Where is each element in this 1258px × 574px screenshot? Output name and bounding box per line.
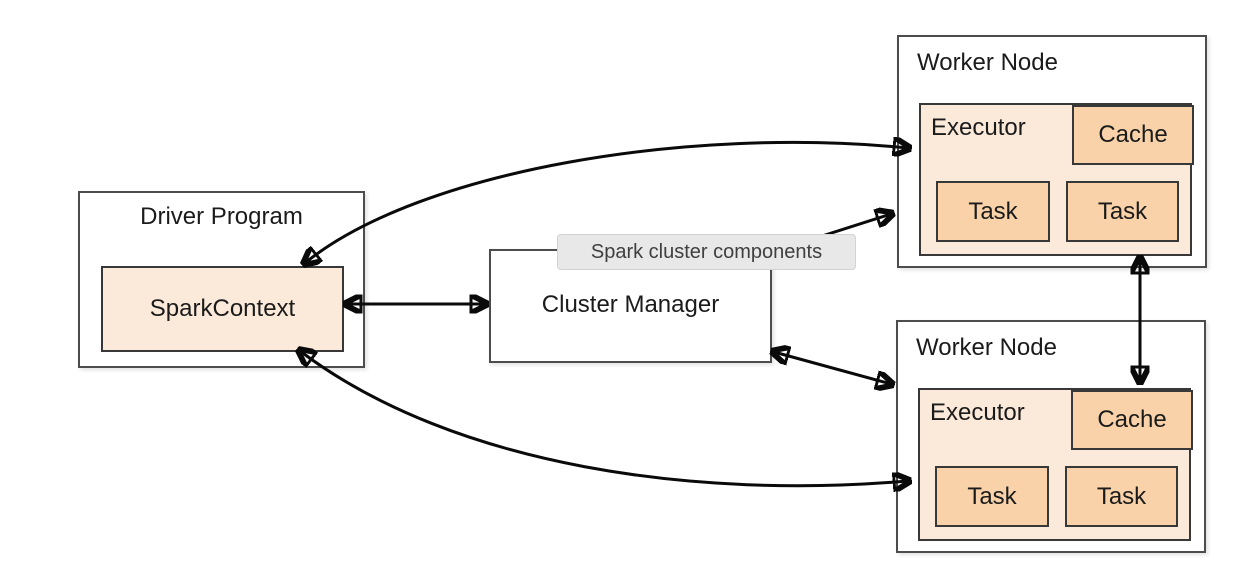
worker-node-bottom-box: Worker Node Executor Cache Task Task (896, 320, 1206, 553)
arrow-sparkcontext-worker-bottom (300, 351, 908, 486)
worker-node-top-label: Worker Node (917, 49, 1058, 76)
task-box: Task (936, 181, 1050, 242)
executor-bottom-label: Executor (930, 399, 1025, 426)
task-label: Task (967, 482, 1017, 510)
task-box: Task (1065, 466, 1178, 527)
arrow-clustermanager-worker-bottom (774, 352, 891, 384)
task-label: Task (968, 197, 1018, 225)
task-box: Task (1066, 181, 1179, 242)
cache-top-box: Cache (1072, 105, 1194, 165)
driver-program-label: Driver Program (140, 203, 303, 230)
executor-bottom-box: Executor Cache Task Task (918, 388, 1193, 541)
driver-program-box: Driver Program SparkContext (78, 191, 365, 368)
task-label: Task (1097, 197, 1148, 225)
executor-top-box: Executor Cache Task Task (919, 103, 1194, 256)
spark-context-box: SparkContext (101, 266, 344, 352)
cluster-manager-label: Cluster Manager (541, 291, 720, 318)
image-tooltip: Spark cluster components (557, 234, 856, 270)
cache-top-label: Cache (1098, 121, 1168, 148)
worker-node-bottom-label: Worker Node (916, 334, 1057, 361)
executor-top-label: Executor (931, 114, 1026, 141)
worker-node-top-box: Worker Node Executor Cache Task Task (897, 35, 1207, 268)
cache-bottom-label: Cache (1097, 406, 1167, 433)
spark-context-label: SparkContext (149, 295, 296, 322)
task-label: Task (1096, 482, 1147, 510)
tooltip-text: Spark cluster components (590, 240, 823, 263)
cache-bottom-box: Cache (1071, 390, 1193, 450)
task-box: Task (935, 466, 1049, 527)
